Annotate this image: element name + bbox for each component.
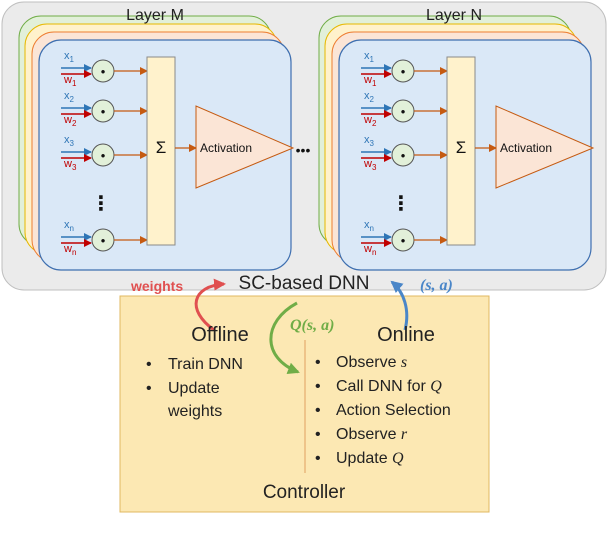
layer_n-w-label-1: w1 <box>363 74 377 88</box>
offline-title: Offline <box>191 324 248 346</box>
online-item-observe-s: Observe s <box>336 354 407 371</box>
layer_n-sum-symbol: Σ <box>456 138 467 157</box>
layer_m-w-label-2: w2 <box>63 114 77 128</box>
layer_m-activation-triangle <box>195 105 295 189</box>
controller-footer: Controller <box>263 482 346 503</box>
layer_n-x-label-4: xn <box>364 219 374 233</box>
layer-m-title: Layer M <box>126 7 184 24</box>
layer_m-sum-box <box>146 56 176 246</box>
layer_n-x-label-3: x3 <box>364 134 375 148</box>
online-item-observe-r: Observe r <box>336 426 408 443</box>
layer_m-vertical-ellipsis: ⋮ <box>91 193 111 215</box>
layer_m-multiplier-symbol-1: • <box>101 64 106 79</box>
layer_n-activation-triangle <box>495 105 595 189</box>
layer-n: x1 w1 • x2 w2 • x3 w3 • xn wn • ⋮ Σ Activation <box>318 15 595 271</box>
layer_n-activation-label: Activation <box>500 141 552 155</box>
online-item-action-selection: Action Selection <box>336 402 451 419</box>
state-action-label: (s, a) <box>420 277 453 294</box>
online-item-update-q: Update Q <box>336 450 404 467</box>
offline-item-weights: weights <box>167 403 222 420</box>
layer_m-sum-symbol: Σ <box>156 138 167 157</box>
layer_n-x-label-2: x2 <box>364 90 375 104</box>
offline-item-train: Train DNN <box>168 356 243 373</box>
layer_n-x-label-1: x1 <box>364 50 375 64</box>
layer-m: x1 w1 • x2 w2 • x3 w3 • xn wn • ⋮ Σ Activation <box>18 15 295 271</box>
layer_n-w-label-4: wn <box>363 243 376 257</box>
layer_m-x-label-3: x3 <box>64 134 75 148</box>
layer_m-x-label-1: x1 <box>64 50 75 64</box>
q-arrow <box>269 301 300 374</box>
dnn-label: SC-based DNN <box>239 273 370 294</box>
offline-bullet-2: • <box>146 380 152 397</box>
online-bullet-2: • <box>315 378 321 395</box>
layer_n-sum-box <box>446 56 476 246</box>
weights-label: weights <box>130 278 183 294</box>
layer_m-activation-label: Activation <box>200 141 252 155</box>
offline-list: • Train DNN • Update weights <box>146 356 243 420</box>
layer_m-x-label-2: x2 <box>64 90 75 104</box>
layer_n-multiplier-symbol-3: • <box>401 148 406 163</box>
layer_n-w-label-2: w2 <box>363 114 377 128</box>
state-action-arrow <box>390 280 409 331</box>
layer_n-multiplier-symbol-1: • <box>401 64 406 79</box>
online-item-call-dnn: Call DNN for Q <box>336 378 442 395</box>
layer_m-multiplier-symbol-4: • <box>101 233 106 248</box>
weights-arrow <box>194 278 226 332</box>
between-layers-ellipsis: ••• <box>296 142 311 158</box>
layer_m-w-label-1: w1 <box>63 74 77 88</box>
online-bullet-4: • <box>315 426 321 443</box>
layer_n-multiplier-symbol-4: • <box>401 233 406 248</box>
online-list: • Observe s • Call DNN for Q • Action Se… <box>315 354 451 467</box>
offline-bullet-1: • <box>146 356 152 373</box>
offline-item-update: Update <box>168 380 220 397</box>
layer_m-w-label-4: wn <box>63 243 76 257</box>
layer_n-multiplier-symbol-2: • <box>401 104 406 119</box>
online-title: Online <box>377 324 435 346</box>
online-bullet-3: • <box>315 402 321 419</box>
layer-n-title: Layer N <box>426 7 482 24</box>
online-bullet-1: • <box>315 354 321 371</box>
layer_n-w-label-3: w3 <box>363 158 377 172</box>
online-bullet-5: • <box>315 450 321 467</box>
q-label: Q(s, a) <box>290 317 334 334</box>
layer_n-vertical-ellipsis: ⋮ <box>391 193 411 215</box>
layer_m-multiplier-symbol-2: • <box>101 104 106 119</box>
layer_m-multiplier-symbol-3: • <box>101 148 106 163</box>
layer_m-w-label-3: w3 <box>63 158 77 172</box>
layer_m-x-label-4: xn <box>64 219 74 233</box>
